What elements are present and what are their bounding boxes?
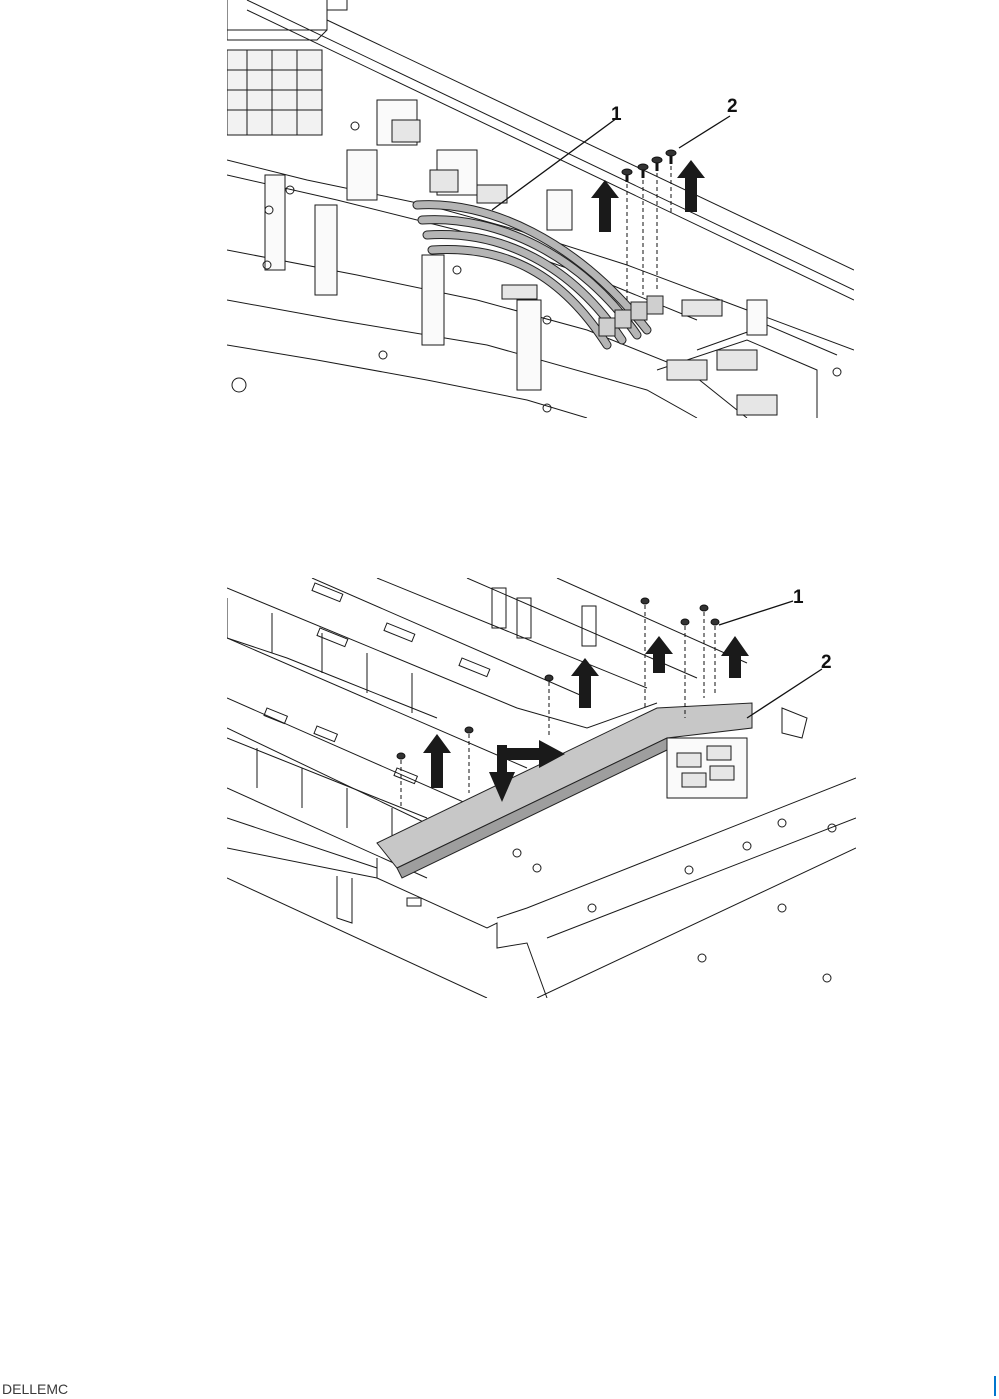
- board-removal-drawing: 1 2: [227, 578, 856, 998]
- chassis-corner: [227, 0, 327, 40]
- callout-1-label: 1: [611, 104, 622, 125]
- callout-1-label: 1: [793, 587, 804, 608]
- drive-cage: [227, 50, 322, 135]
- cable-removal-drawing: 1 2: [227, 0, 854, 418]
- callout-2-leader: [747, 669, 822, 718]
- page-accent-bar: [994, 1376, 996, 1396]
- callout-2-label: 2: [727, 96, 738, 117]
- dell-emc-logo-text: DELLEMC: [2, 1381, 68, 1397]
- callout-2-leader: [679, 116, 730, 148]
- callout-2-label: 2: [821, 652, 832, 673]
- illustration-board-removal: 1 2: [227, 578, 856, 998]
- illustration-cable-removal: 1 2: [227, 0, 854, 418]
- dell-emc-logo: DELLEMC: [2, 1381, 68, 1397]
- callout-1-leader: [719, 601, 793, 625]
- lift-arrows: [591, 160, 705, 232]
